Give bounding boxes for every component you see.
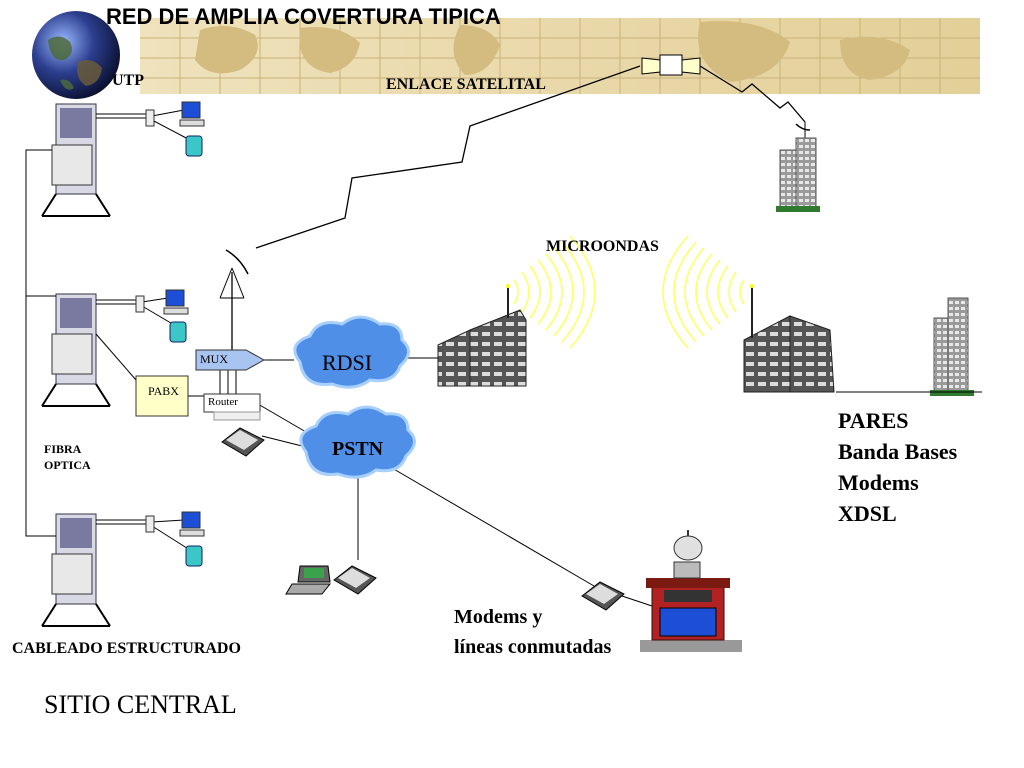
building-icon bbox=[743, 284, 835, 393]
antenna-icon bbox=[219, 249, 249, 299]
pares-item: XDSL bbox=[838, 501, 897, 526]
microwave-waves bbox=[513, 235, 745, 349]
tower-icon bbox=[930, 297, 974, 396]
central-links bbox=[95, 333, 653, 607]
rdsi-label: RDSI bbox=[322, 350, 373, 375]
phone-icon bbox=[185, 135, 203, 157]
rack-icon bbox=[41, 513, 111, 627]
structured-cabling-label: CABLEADO ESTRUCTURADO bbox=[12, 640, 241, 657]
pares-item: PARES bbox=[838, 408, 909, 433]
router-box bbox=[203, 393, 261, 421]
wall-outlet bbox=[145, 109, 155, 127]
fiber-label-line1: FIBRA bbox=[44, 442, 82, 456]
computer-icon bbox=[163, 289, 189, 315]
mux-box bbox=[195, 349, 266, 371]
utp-links bbox=[96, 109, 191, 551]
computer-icon bbox=[179, 511, 205, 537]
pstn-label: PSTN bbox=[332, 438, 384, 460]
laptop-icon bbox=[285, 565, 332, 595]
fiber-label-line2: OPTICA bbox=[44, 458, 91, 472]
world-map-band bbox=[140, 18, 980, 94]
modem-icon bbox=[221, 427, 265, 457]
wall-outlet bbox=[135, 295, 145, 313]
modems-label-line1: Modems y bbox=[454, 606, 543, 628]
fiber-optic-backbone bbox=[25, 149, 56, 537]
rdsi-cloud bbox=[293, 315, 410, 389]
building-icon bbox=[437, 284, 527, 387]
modem-icon bbox=[333, 565, 377, 595]
modems-label-line2: líneas conmutadas bbox=[454, 636, 612, 658]
satellite-link-line bbox=[231, 65, 806, 360]
phone-icon bbox=[169, 321, 187, 343]
pabx-box bbox=[135, 375, 189, 417]
utp-label: UTP bbox=[112, 72, 144, 89]
globe-icon bbox=[32, 11, 120, 99]
rack-icon bbox=[41, 103, 111, 217]
page-title: RED DE AMPLIA COVERTURA TIPICA bbox=[106, 4, 501, 29]
router-label: Router bbox=[208, 396, 238, 408]
central-site-label: SITIO CENTRAL bbox=[44, 690, 237, 719]
pstn-cloud bbox=[299, 405, 416, 479]
satellite-icon bbox=[641, 54, 701, 76]
pares-item: Modems bbox=[838, 470, 919, 495]
mux-label: MUX bbox=[200, 352, 229, 366]
microwave-label: MICROONDAS bbox=[546, 238, 659, 255]
phone-icon bbox=[185, 545, 203, 567]
rack-icon bbox=[41, 293, 111, 407]
satellite-link-label: ENLACE SATELITAL bbox=[386, 76, 546, 93]
pares-item: Banda Bases bbox=[838, 439, 958, 464]
pabx-label: PABX bbox=[148, 384, 179, 398]
wall-outlet bbox=[145, 515, 155, 533]
storefront-icon bbox=[640, 530, 742, 652]
modem-icon bbox=[581, 581, 625, 611]
computer-icon bbox=[179, 101, 205, 127]
tower-icon bbox=[776, 122, 820, 212]
